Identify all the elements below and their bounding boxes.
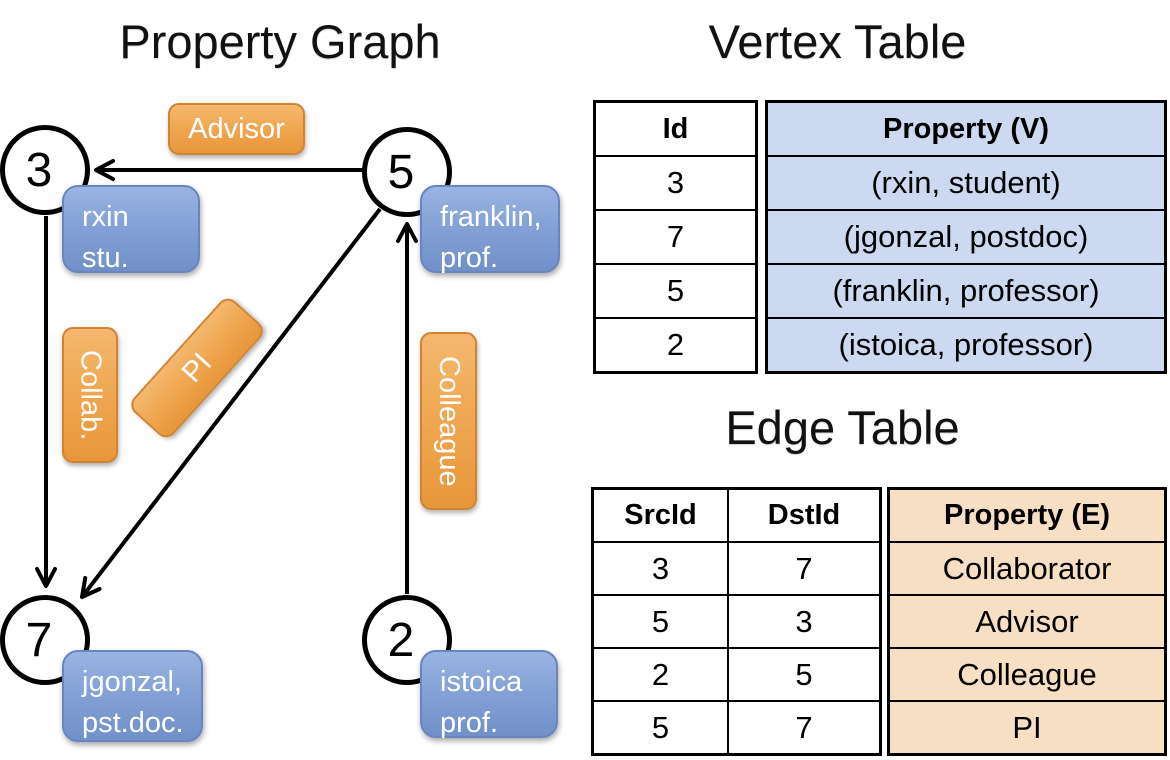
edge-table-property-column: Property (E) Collaborator Advisor Collea… bbox=[887, 487, 1167, 756]
table-cell: 7 bbox=[729, 543, 879, 594]
edge-label-pi-text: PI bbox=[175, 346, 218, 389]
table-cell: Colleague bbox=[890, 649, 1164, 700]
edge-label-colleague: Colleague bbox=[420, 332, 477, 510]
edge-label-collab: Collab. bbox=[62, 327, 118, 463]
node-2-id: 2 bbox=[387, 613, 415, 667]
vertex-table-header-property: Property (V) bbox=[768, 103, 1164, 155]
table-cell: 5 bbox=[729, 649, 879, 700]
table-cell: 5 bbox=[594, 702, 727, 753]
table-cell: (franklin, professor) bbox=[768, 265, 1164, 317]
vertex-table-property-column: Property (V) (rxin, student) (jgonzal, p… bbox=[765, 100, 1167, 374]
table-cell: (jgonzal, postdoc) bbox=[768, 211, 1164, 263]
table-cell: 3 bbox=[729, 596, 879, 647]
vertex-7-name: jgonzal, bbox=[82, 666, 182, 698]
vertex-2-role: prof. bbox=[440, 707, 499, 740]
vertex-table-title: Vertex Table bbox=[708, 15, 967, 68]
property-graph-title: Property Graph bbox=[119, 15, 441, 68]
edge-table-id-columns: SrcId DstId 3 7 5 3 2 5 5 7 bbox=[591, 487, 882, 756]
node-5-id: 5 bbox=[387, 145, 415, 199]
node-7-id: 7 bbox=[25, 613, 53, 667]
vertex-property-box-3: rxin stu. bbox=[62, 185, 200, 274]
table-cell: Advisor bbox=[890, 596, 1164, 647]
table-cell: (istoica, professor) bbox=[768, 319, 1164, 371]
edge-label-advisor-text: Advisor bbox=[188, 112, 285, 145]
table-cell: 5 bbox=[596, 265, 755, 317]
vertex-table-header-id: Id bbox=[596, 103, 755, 155]
graph-node-2: 2 bbox=[362, 595, 452, 685]
edge-table-header-dstid: DstId bbox=[729, 490, 879, 541]
vertex-property-box-5: franklin, prof. bbox=[420, 185, 560, 274]
table-cell: 3 bbox=[594, 543, 727, 594]
vertex-5-role: prof. bbox=[440, 242, 499, 275]
vertex-5-name: franklin, bbox=[440, 201, 542, 233]
table-cell: 5 bbox=[594, 596, 727, 647]
vertex-2-name: istoica bbox=[440, 666, 523, 698]
vertex-3-role: stu. bbox=[82, 242, 129, 275]
graph-node-5: 5 bbox=[362, 127, 452, 217]
node-3-id: 3 bbox=[25, 143, 53, 197]
table-cell: 7 bbox=[729, 702, 879, 753]
vertex-table-id-column: Id 3 7 5 2 bbox=[593, 100, 758, 374]
edge-pi-line bbox=[80, 207, 382, 599]
edge-table-header-srcid: SrcId bbox=[594, 490, 727, 541]
vertex-3-name: rxin bbox=[82, 201, 129, 233]
graph-edges bbox=[35, 159, 418, 599]
table-cell: 2 bbox=[594, 649, 727, 700]
table-cell: 3 bbox=[596, 157, 755, 209]
vertex-property-box-2: istoica prof. bbox=[420, 650, 558, 739]
edge-label-colleague-text: Colleague bbox=[433, 355, 465, 487]
table-cell: PI bbox=[890, 702, 1164, 753]
table-cell: (rxin, student) bbox=[768, 157, 1164, 209]
edge-label-advisor: Advisor bbox=[168, 103, 305, 155]
edge-table-title: Edge Table bbox=[725, 401, 960, 454]
table-cell: Collaborator bbox=[890, 543, 1164, 594]
edge-table-header-property: Property (E) bbox=[890, 490, 1164, 541]
vertex-7-role: pst.doc. bbox=[82, 707, 184, 740]
edge-label-collab-text: Collab. bbox=[74, 349, 107, 441]
table-cell: 2 bbox=[596, 319, 755, 371]
vertex-property-box-7: jgonzal, pst.doc. bbox=[62, 650, 203, 742]
table-cell: 7 bbox=[596, 211, 755, 263]
